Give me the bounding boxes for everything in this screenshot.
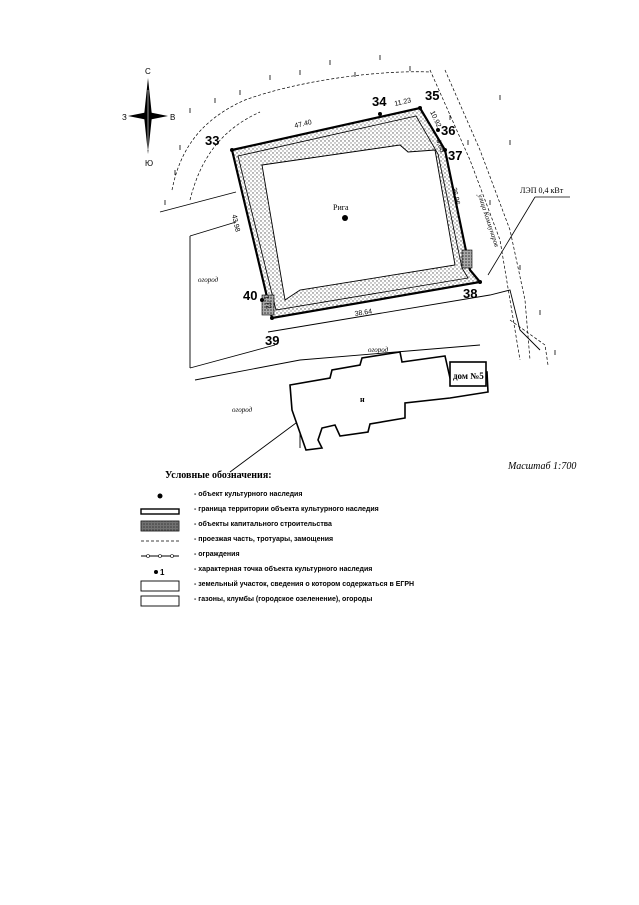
point-label-39: 39	[265, 333, 279, 348]
legend-text: - ограждения	[194, 551, 240, 558]
point-label-40: 40	[243, 288, 257, 303]
legend-text: - граница территории объекта культурного…	[194, 506, 379, 513]
lawn-rect-icon	[140, 595, 180, 607]
scale-label: Масштаб 1:700	[508, 461, 577, 472]
dimension-1-72: 1.72	[262, 295, 272, 310]
power-line-label: ЛЭП 0,4 кВт	[520, 186, 564, 195]
legend-row: - проезжая часть, тротуары, замощения	[140, 535, 560, 549]
heritage-object-label: Рига	[333, 203, 349, 212]
legend-title: Условные обозначения:	[165, 470, 272, 481]
legend-row: - граница территории объекта культурного…	[140, 505, 560, 519]
compass-rose: С Ю З В	[122, 67, 175, 168]
neighbor-building	[289, 351, 489, 451]
point-label-36: 36	[441, 123, 455, 138]
legend-text: - газоны, клумбы (городское озеленение),…	[194, 596, 373, 603]
point-label-37: 37	[448, 148, 462, 163]
site-plan-map: С Ю З В	[122, 55, 570, 473]
dimension-11-23: 11.23	[394, 97, 412, 108]
road-lines	[171, 69, 549, 366]
compass-west-label: З	[122, 113, 127, 122]
point-label-33: 33	[205, 133, 219, 148]
legend-text: - характерная точка объекта культурного …	[194, 566, 373, 573]
house-5-label: дом №5	[453, 371, 484, 381]
point-marker-number: 1	[160, 568, 165, 577]
dimension-4-85: 4.85	[434, 138, 445, 153]
dimension-43-98: 43.98	[230, 214, 241, 233]
power-line: ЛЭП 0,4 кВт	[487, 186, 570, 276]
dimension-38-64: 38.64	[354, 308, 373, 318]
legend-row: - ограждения	[140, 550, 560, 564]
garden-label-bottom: огород	[232, 406, 253, 414]
compass-south-label: Ю	[145, 159, 153, 168]
garden-label-left: огород	[198, 276, 219, 284]
point-label-38: 38	[463, 286, 477, 301]
point-label-34: 34	[372, 94, 387, 109]
legend-row: - объект культурного наследия	[140, 490, 560, 504]
building-mark: н	[360, 395, 365, 404]
house-5-box	[449, 361, 487, 387]
legend-text: - объект культурного наследия	[194, 491, 303, 498]
street-label: улица Коммунаров	[476, 192, 501, 248]
point-marker-icon: 1	[154, 568, 165, 577]
fence-line-icon	[141, 554, 179, 558]
characteristic-points	[230, 106, 482, 320]
dashed-road-icon	[141, 540, 179, 542]
legend-row: - земельный участок, сведения о котором …	[140, 580, 560, 594]
legend-row: 1 - характерная точка объекта культурног…	[140, 565, 560, 579]
legend-row: - газоны, клумбы (городское озеленение),…	[140, 595, 560, 609]
capital-building-footprint	[261, 144, 456, 301]
boundary-line-icon	[140, 508, 180, 515]
garden-label-center: огород	[368, 346, 389, 354]
legend-text: - объекты капитального строительства	[194, 521, 332, 528]
legend-text: - земельный участок, сведения о котором …	[194, 581, 415, 588]
heritage-object-marker	[342, 215, 348, 221]
dot-marker-icon	[157, 493, 163, 499]
dimension-36-96: 36.96	[450, 187, 461, 206]
vegetation-marks	[164, 55, 556, 355]
compass-east-label: В	[170, 113, 175, 122]
legend-text: - проезжая часть, тротуары, замощения	[194, 536, 334, 543]
point-label-35: 35	[425, 88, 439, 103]
parcel-rect-icon	[140, 580, 180, 592]
dimension-47-40: 47.40	[294, 119, 313, 130]
legend-row: - объекты капитального строительства	[140, 520, 560, 534]
compass-north-label: С	[145, 67, 151, 76]
capital-building-icon	[140, 520, 180, 532]
